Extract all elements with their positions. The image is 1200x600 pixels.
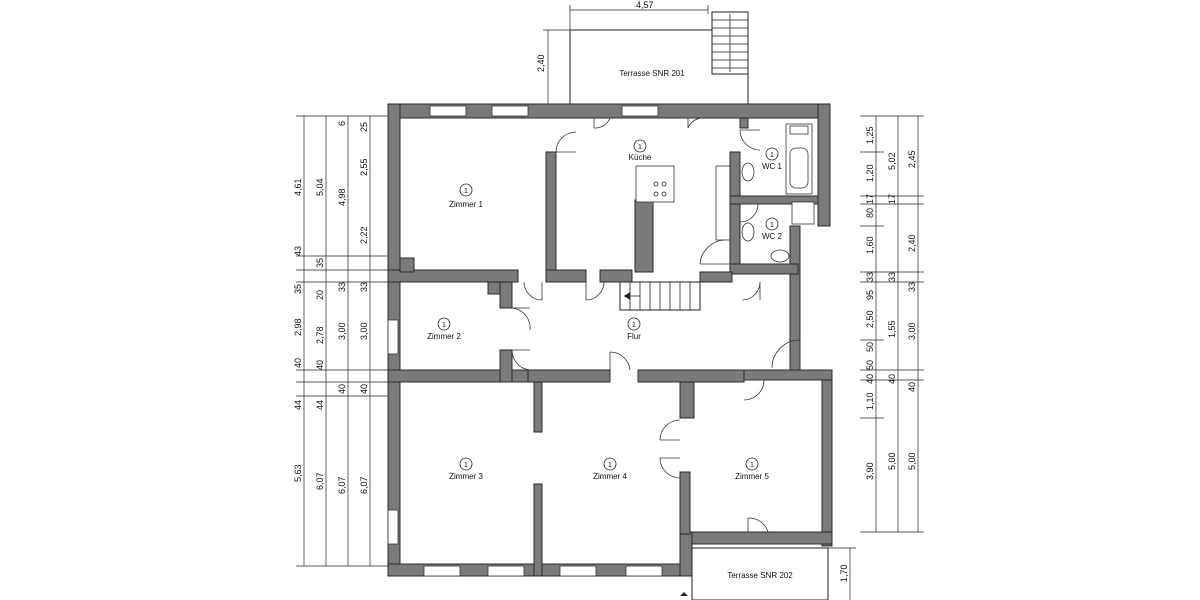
dim-right-col1-9: 50 <box>865 360 875 370</box>
dim-right-col3-2: 33 <box>907 282 917 292</box>
room-flur: 1 Flur <box>627 317 641 341</box>
dim-left-col4-1: 2,55 <box>359 158 369 176</box>
dim-left-col1-4: 40 <box>293 358 303 368</box>
dim-left-col2-6: 6,07 <box>315 472 325 490</box>
dim-right-col1-6: 95 <box>865 290 875 300</box>
room-number: 1 <box>770 222 774 229</box>
dim-right-col3-1: 2,40 <box>907 234 917 252</box>
dim-left-col2-3: 2,78 <box>315 326 325 344</box>
dim-right-col1-8: 50 <box>865 342 875 352</box>
dim-left: 4,61 43 35 2,98 40 44 5,63 5,04 35 20 2,… <box>293 115 388 567</box>
dim-right-col1-10: 40 <box>865 374 875 384</box>
dim-right-col1-12: 3,90 <box>865 462 875 480</box>
dim-left-col2-5: 44 <box>315 400 325 410</box>
dim-right: 1,25 1,20 17 80 1,60 33 95 2,50 50 50 40… <box>860 115 924 533</box>
dim-left-col3-0: 6 <box>337 121 347 126</box>
dim-right-col1-2: 17 <box>865 194 875 204</box>
room-number: 1 <box>632 322 636 329</box>
dim-right-col2-1: 17 <box>887 194 897 204</box>
dim-left-col2-4: 40 <box>315 360 325 370</box>
room-wc2-label: WC 2 <box>762 232 783 241</box>
room-number: 1 <box>770 152 774 159</box>
terrace-top: Terrasse SNR 201 4,57 2,40 <box>536 0 749 105</box>
room-zimmer3-label: Zimmer 3 <box>449 472 483 481</box>
dim-top-depth-label: 2,40 <box>536 54 546 72</box>
dim-top-width-label: 4,57 <box>636 0 654 10</box>
room-zimmer2-label: Zimmer 2 <box>427 332 461 341</box>
terrace-bottom-label: Terrasse SNR 202 <box>727 571 793 580</box>
room-zimmer4-label: Zimmer 4 <box>593 472 627 481</box>
inner-walls <box>387 117 819 577</box>
dim-left-col1-2: 35 <box>293 284 303 294</box>
room-zimmer5: 1 Zimmer 5 <box>735 457 769 481</box>
dim-right-col1-7: 2,50 <box>865 310 875 328</box>
sanitary <box>741 123 815 263</box>
dim-right-col1-5: 33 <box>865 272 875 282</box>
dim-right-col3-0: 2,45 <box>907 150 917 168</box>
room-kueche-label: Küche <box>629 153 652 162</box>
dim-right-col2-5: 5,00 <box>887 452 897 470</box>
terrace-top-label: Terrasse SNR 201 <box>619 69 685 78</box>
room-zimmer4: 1 Zimmer 4 <box>593 457 627 481</box>
dim-left-col1-6: 5,63 <box>293 464 303 482</box>
dim-left-col2-0: 5,04 <box>315 178 325 196</box>
dim-left-col3-5: 6,07 <box>337 476 347 494</box>
room-number: 1 <box>750 462 754 469</box>
dim-right-col1-0: 1,25 <box>865 126 875 144</box>
inner-stairs <box>619 281 701 311</box>
dim-left-col1-0: 4,61 <box>293 178 303 196</box>
dim-right-col2-0: 5,02 <box>887 152 897 170</box>
room-zimmer3: 1 Zimmer 3 <box>449 457 483 481</box>
room-flur-label: Flur <box>627 332 641 341</box>
dim-left-col4-3: 33 <box>359 282 369 292</box>
dim-left-col4-0: 25 <box>359 122 369 132</box>
dim-left-col4-4: 3,00 <box>359 322 369 340</box>
dim-right-col3-4: 40 <box>907 382 917 392</box>
dim-left-col2-1: 35 <box>315 258 325 268</box>
dim-right-col1-11: 1,10 <box>865 392 875 410</box>
dim-left-col1-3: 2,98 <box>293 318 303 336</box>
room-kueche: 1 Küche <box>629 139 652 162</box>
dim-left-col2-2: 20 <box>315 290 325 300</box>
dim-right-col2-2: 33 <box>887 272 897 282</box>
dim-right-col3-5: 5,00 <box>907 452 917 470</box>
dim-left-col3-3: 3,00 <box>337 322 347 340</box>
windows <box>387 105 811 577</box>
room-number: 1 <box>608 462 612 469</box>
dim-bottom-depth-label: 1,70 <box>839 564 849 582</box>
dim-left-col3-2: 33 <box>337 282 347 292</box>
room-number: 1 <box>464 188 468 195</box>
room-wc1: 1 WC 1 <box>762 147 783 171</box>
doors <box>511 117 801 533</box>
room-number: 1 <box>638 144 642 151</box>
dim-left-col1-5: 44 <box>293 400 303 410</box>
room-number: 1 <box>442 322 446 329</box>
room-zimmer1: 1 Zimmer 1 <box>449 183 483 209</box>
terrace-bottom: Terrasse SNR 202 1,70 <box>680 547 856 600</box>
dim-bottom-depth: 1,70 <box>828 547 856 600</box>
dim-left-col3-1: 4,98 <box>337 188 347 206</box>
dim-right-col2-4: 40 <box>887 374 897 384</box>
dim-left-col4-5: 40 <box>359 384 369 394</box>
dim-right-col1-1: 1,20 <box>865 164 875 182</box>
dim-left-col1-1: 43 <box>293 246 303 256</box>
room-zimmer5-label: Zimmer 5 <box>735 472 769 481</box>
dim-left-col4-2: 2,22 <box>359 226 369 244</box>
room-number: 1 <box>464 462 468 469</box>
terrace-stairs <box>711 11 749 75</box>
dim-right-col2-3: 1,55 <box>887 320 897 338</box>
room-wc1-label: WC 1 <box>762 162 783 171</box>
dim-right-col1-3: 80 <box>865 208 875 218</box>
dim-right-col3-3: 3,00 <box>907 322 917 340</box>
dim-top-depth: 2,40 <box>536 29 570 104</box>
room-wc2: 1 WC 2 <box>762 217 783 241</box>
dim-left-col4-6: 6,07 <box>359 476 369 494</box>
room-zimmer2: 1 Zimmer 2 <box>427 317 461 341</box>
dim-top-width: 4,57 <box>569 0 709 30</box>
dim-left-col3-4: 40 <box>337 384 347 394</box>
room-zimmer1-label: Zimmer 1 <box>449 200 483 209</box>
dim-right-col1-4: 1,60 <box>865 236 875 254</box>
